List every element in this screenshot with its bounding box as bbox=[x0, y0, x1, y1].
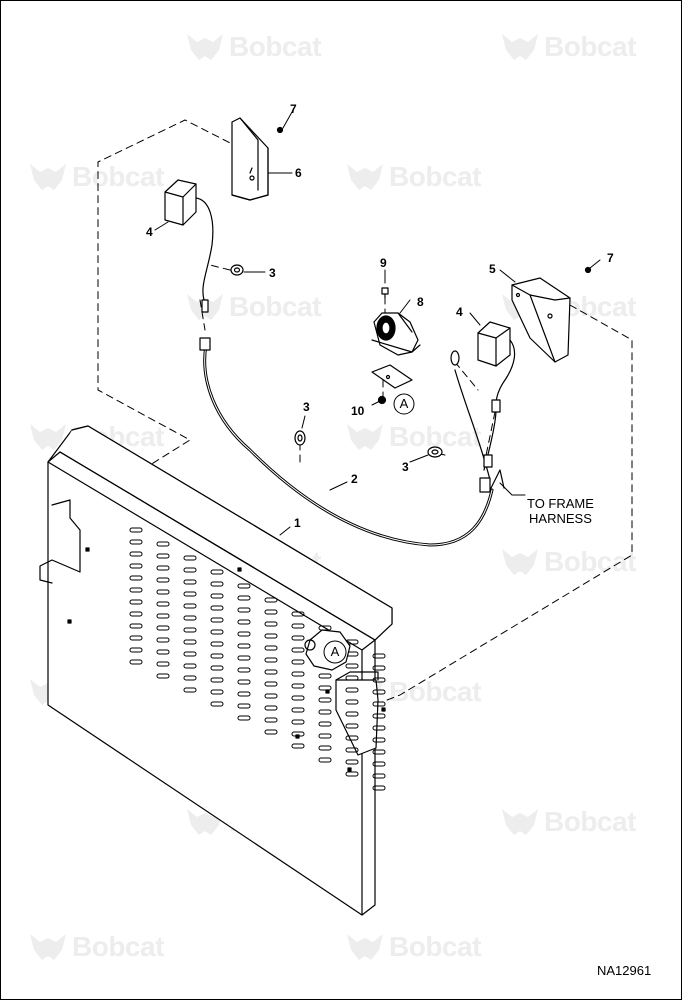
frame-harness-note: TO FRAME HARNESS bbox=[527, 496, 594, 526]
callout-part-8: 8 bbox=[417, 295, 424, 309]
part-7-rivet-right bbox=[584, 266, 592, 274]
watermark-text: Bobcat bbox=[544, 31, 636, 62]
watermark-text: Bobcat bbox=[229, 31, 321, 62]
drawing-number: NA12961 bbox=[597, 963, 652, 978]
callout-part-3-upper: 3 bbox=[269, 266, 276, 280]
part-1-grille-panel bbox=[39, 425, 393, 916]
callout-part-3-middle: 3 bbox=[303, 400, 310, 414]
bobcat-head-icon bbox=[347, 164, 383, 190]
watermark: Bobcat bbox=[28, 930, 164, 964]
bobcat-head-icon bbox=[502, 34, 538, 60]
bobcat-head-icon bbox=[30, 934, 66, 960]
callout-part-10: 10 bbox=[351, 404, 365, 418]
callout-part-4-right: 4 bbox=[456, 305, 463, 319]
mounting-plate bbox=[371, 364, 413, 389]
watermark-text: Bobcat bbox=[389, 676, 481, 707]
watermark-text: Bobcat bbox=[544, 806, 636, 837]
part-10-nut bbox=[377, 395, 387, 405]
bobcat-head-icon bbox=[30, 164, 66, 190]
watermark: Bobcat bbox=[500, 545, 636, 579]
watermark: Bobcat bbox=[345, 930, 481, 964]
callout-part-7-left: 7 bbox=[290, 102, 297, 116]
part-5-bracket-right bbox=[511, 277, 571, 363]
bobcat-head-icon bbox=[502, 809, 538, 835]
cable-grommet bbox=[450, 350, 460, 366]
part-7-rivet-left bbox=[276, 126, 284, 134]
frame-harness-line2: HARNESS bbox=[529, 511, 592, 526]
watermark-text: Bobcat bbox=[72, 931, 164, 962]
watermark-text: Bobcat bbox=[389, 161, 481, 192]
bobcat-head-icon bbox=[187, 34, 223, 60]
watermark: Bobcat bbox=[500, 805, 636, 839]
watermark: Bobcat bbox=[185, 30, 321, 64]
watermark: Bobcat bbox=[28, 160, 164, 194]
callout-part-7-right: 7 bbox=[607, 251, 614, 265]
bobcat-head-icon bbox=[502, 549, 538, 575]
callout-part-4-left: 4 bbox=[146, 225, 153, 239]
watermark-text: Bobcat bbox=[389, 931, 481, 962]
part-3-clamp-middle bbox=[294, 430, 306, 446]
bobcat-head-icon bbox=[30, 424, 66, 450]
watermark: Bobcat bbox=[500, 30, 636, 64]
frame-harness-line1: TO FRAME bbox=[527, 496, 594, 511]
ref-a-panel bbox=[323, 640, 347, 664]
ref-a-panel-label: A bbox=[330, 644, 340, 659]
part-2-wire-harness bbox=[199, 337, 505, 547]
callout-part-1: 1 bbox=[294, 516, 301, 530]
part-8-backup-alarm bbox=[371, 312, 421, 356]
bobcat-head-icon bbox=[347, 424, 383, 450]
part-9-screw bbox=[381, 287, 389, 299]
part-4-left-alarm bbox=[164, 179, 214, 313]
part-3-clamp-upper bbox=[230, 264, 244, 276]
watermark-text: Bobcat bbox=[72, 161, 164, 192]
part-4-right-alarm bbox=[477, 321, 516, 413]
callout-part-3-lower: 3 bbox=[402, 460, 409, 474]
callout-leaders bbox=[154, 111, 601, 536]
callout-part-2: 2 bbox=[351, 472, 358, 486]
part-6-bracket-left bbox=[231, 117, 269, 201]
frame-harness-leader bbox=[499, 482, 526, 496]
ref-a-bracket bbox=[393, 393, 415, 415]
bobcat-head-icon bbox=[347, 934, 383, 960]
callout-part-9: 9 bbox=[380, 256, 387, 270]
part-3-clamp-lower bbox=[427, 446, 443, 458]
watermark-text: Bobcat bbox=[229, 291, 321, 322]
bobcat-head-icon bbox=[187, 809, 223, 835]
watermark: Bobcat bbox=[345, 160, 481, 194]
watermark-text: Bobcat bbox=[544, 546, 636, 577]
callout-part-6: 6 bbox=[295, 166, 302, 180]
ref-a-bracket-label: A bbox=[399, 396, 409, 411]
callout-part-5: 5 bbox=[489, 262, 496, 276]
